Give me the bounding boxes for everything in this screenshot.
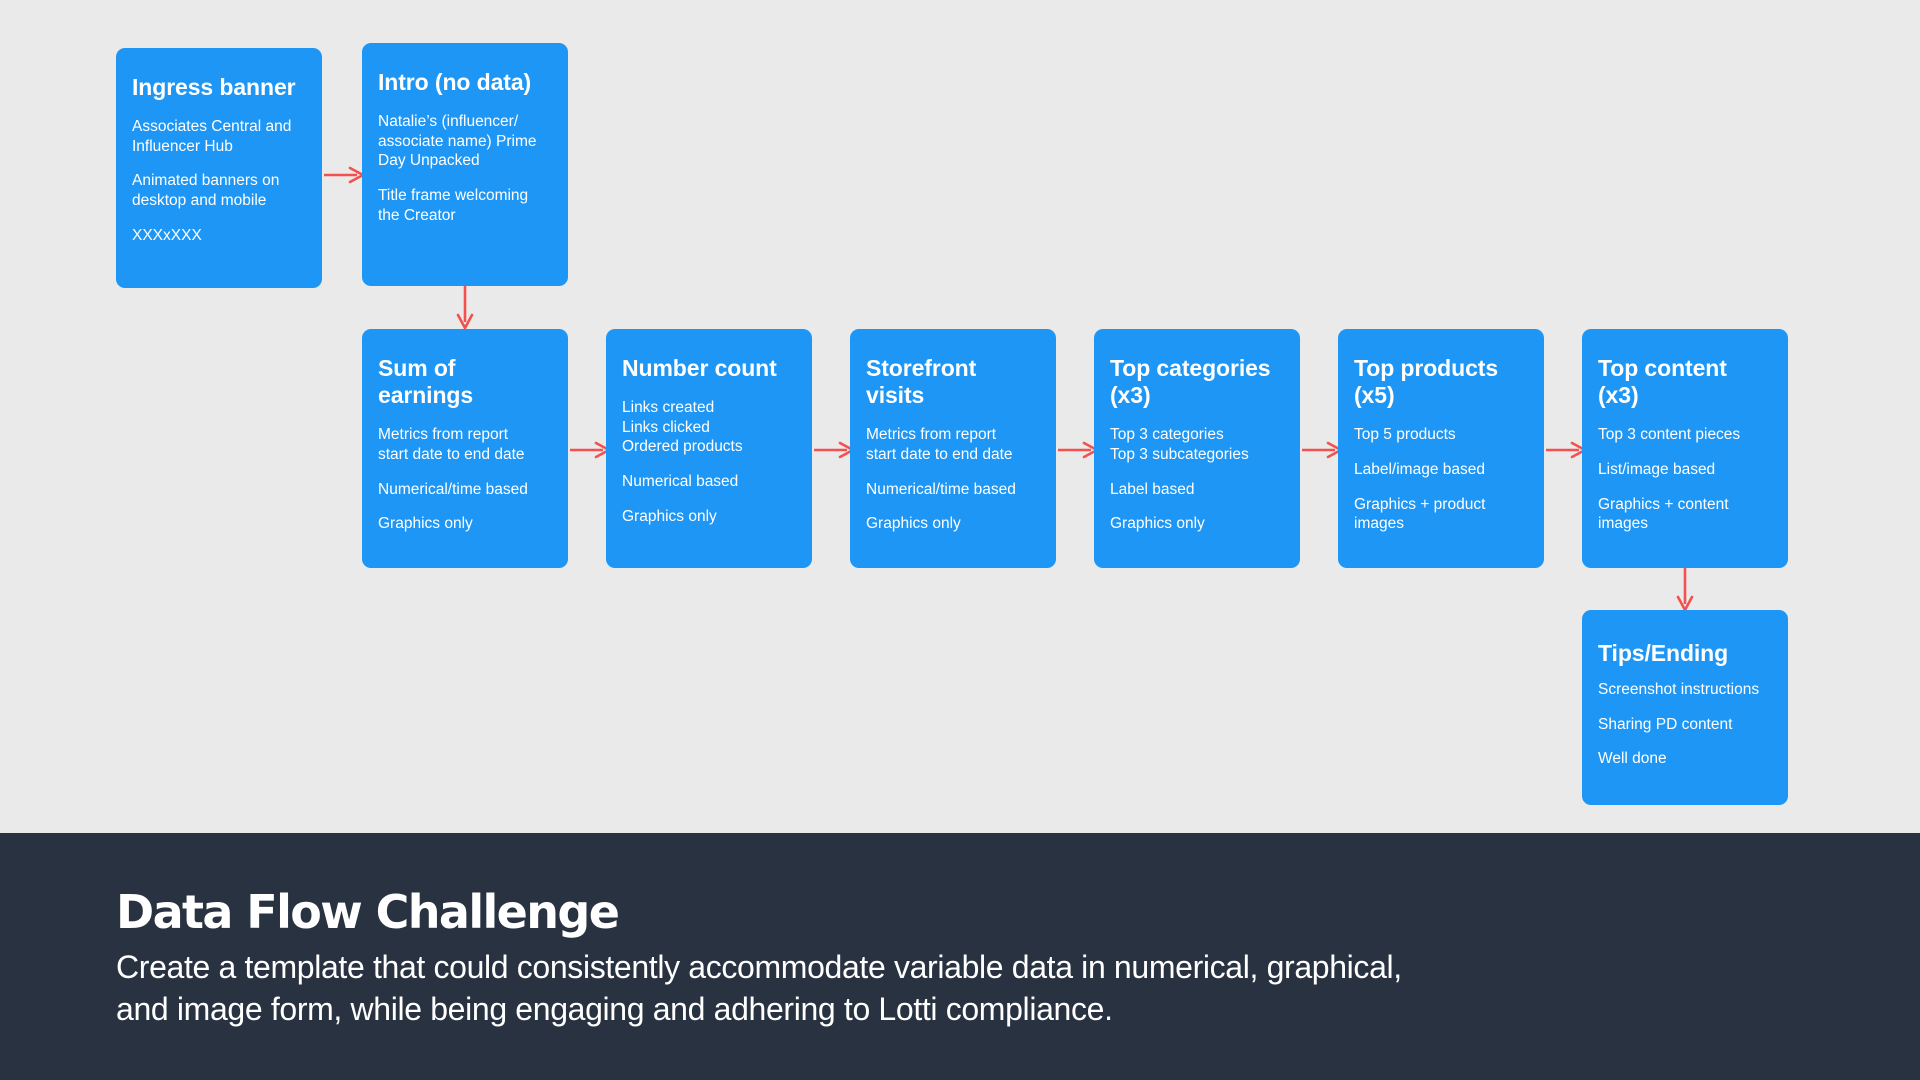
node-line: Graphics only [866,515,961,533]
node-line: Sharing PD content [1598,715,1733,733]
node-body: Links created Links clicked Ordered prod… [622,398,796,526]
footer-banner: Data Flow Challenge Create a template th… [0,833,1920,1080]
node-line: Well done [1598,750,1667,768]
node-body: Metrics from report start date to end da… [378,425,552,534]
node-intro-no-data[interactable]: Intro (no data) Natalie’s (influencer/ a… [362,43,568,286]
node-top-categories[interactable]: Top categories (x3) Top 3 categories Top… [1094,329,1300,568]
footer-description-line: and image form, while being engaging and… [116,990,1113,1027]
node-line-text: Top 3 categories [1110,426,1224,444]
node-tips-ending[interactable]: Tips/Ending Screenshot instructions Shar… [1582,610,1788,805]
node-line: Label/image based [1354,460,1485,478]
node-line: Numerical based [622,473,739,491]
node-title-text: (x3) [1110,382,1151,409]
node-title-text: Sum of [378,355,456,381]
node-title-text: Top categories [1110,355,1271,381]
node-body: Associates Central and Influencer Hub An… [132,117,306,245]
node-line: Graphics + content images [1598,495,1772,534]
node-sum-of-earnings[interactable]: Sum of earnings Metrics from report star… [362,329,568,568]
node-line-text: desktop and mobile [132,192,267,210]
node-line-text: Animated banners on [132,172,280,190]
node-line: Numerical/time based [866,480,1016,498]
node-line-text: Title frame welcoming [378,187,529,205]
node-line-text: Metrics from report [378,426,509,444]
node-top-content[interactable]: Top content (x3) Top 3 content pieces Li… [1582,329,1788,568]
node-line-text: start date to end date [866,445,1013,463]
node-line: Graphics only [1110,515,1205,533]
footer-title: Data Flow Challenge [116,885,620,939]
node-title-text: Top products [1354,355,1499,381]
node-line-text: images [1354,515,1404,533]
node-title: Top products (x5) [1354,355,1528,409]
node-line-text: Metrics from report [866,426,997,444]
node-line-text: Links clicked [622,418,710,436]
node-line: Graphics + product images [1354,495,1528,534]
node-line: Numerical/time based [378,480,528,498]
footer-description: Create a template that could consistentl… [116,947,1676,1030]
arrow-intro-to-sum-of-earnings [453,286,477,330]
node-title-text: Top content [1598,355,1727,381]
node-number-count[interactable]: Number count Links created Links clicked… [606,329,812,568]
node-line-text: Top 3 subcategories [1110,445,1249,463]
node-body: Screenshot instructions Sharing PD conte… [1598,680,1772,769]
node-line: Associates Central and Influencer Hub [132,117,306,156]
node-line: Natalie’s (influencer/ associate name) P… [378,112,552,171]
node-line-text: Day Unpacked [378,152,480,170]
node-ingress-banner[interactable]: Ingress banner Associates Central and In… [116,48,322,288]
arrow-ingress-to-intro [324,165,366,185]
node-title-text: (x5) [1354,382,1395,409]
node-title-text: Storefront [866,355,977,381]
node-line-text: Graphics + content [1598,495,1729,513]
node-body: Top 3 content pieces List/image based Gr… [1598,425,1772,534]
node-line: Graphics only [622,507,717,525]
node-title: Top categories (x3) [1110,355,1284,409]
node-title-text: visits [866,382,925,409]
node-line: List/image based [1598,460,1716,478]
node-body: Natalie’s (influencer/ associate name) P… [378,112,552,225]
node-title-text: earnings [378,382,474,409]
node-line: Top 3 categories Top 3 subcategories [1110,425,1284,464]
arrow-top-content-to-tips-ending [1673,568,1697,612]
node-top-products[interactable]: Top products (x5) Top 5 products Label/i… [1338,329,1544,568]
node-title: Storefront visits [866,355,1040,409]
node-body: Top 5 products Label/image based Graphic… [1354,425,1528,534]
node-title: Intro (no data) [378,69,532,95]
node-line-text: the Creator [378,206,456,224]
node-line: Label based [1110,480,1195,498]
node-line: Top 5 products [1354,426,1456,444]
node-title: Sum of earnings [378,355,552,409]
node-line-text: associate name) Prime [378,132,537,150]
node-line: Metrics from report start date to end da… [866,425,1040,464]
node-line: XXXxXXX [132,226,202,244]
node-line: Top 3 content pieces [1598,426,1741,444]
node-title: Number count [622,355,777,381]
node-line-text: Graphics + product [1354,495,1486,513]
node-line-text: Influencer Hub [132,137,233,155]
node-title: Top content (x3) [1598,355,1772,409]
flowchart-canvas: Ingress banner Associates Central and In… [116,43,1788,805]
node-title: Tips/Ending [1598,640,1729,666]
node-storefront-visits[interactable]: Storefront visits Metrics from report st… [850,329,1056,568]
node-line: Links created Links clicked Ordered prod… [622,398,796,457]
node-line: Graphics only [378,515,473,533]
node-line-text: start date to end date [378,445,525,463]
node-line: Title frame welcoming the Creator [378,186,552,225]
footer-description-line: Create a template that could consistentl… [116,949,1402,985]
node-body: Top 3 categories Top 3 subcategories Lab… [1110,425,1284,534]
node-line-text: images [1598,515,1648,533]
node-line-text: Natalie’s (influencer/ [378,113,519,131]
node-body: Metrics from report start date to end da… [866,425,1040,534]
node-line-text: Associates Central and [132,118,292,136]
node-line: Animated banners on desktop and mobile [132,171,306,210]
node-title: Ingress banner [132,74,296,100]
node-line-text: Ordered products [622,438,743,456]
node-title-text: (x3) [1598,382,1639,409]
node-line: Metrics from report start date to end da… [378,425,552,464]
node-line: Screenshot instructions [1598,681,1760,699]
node-line-text: Links created [622,399,715,417]
